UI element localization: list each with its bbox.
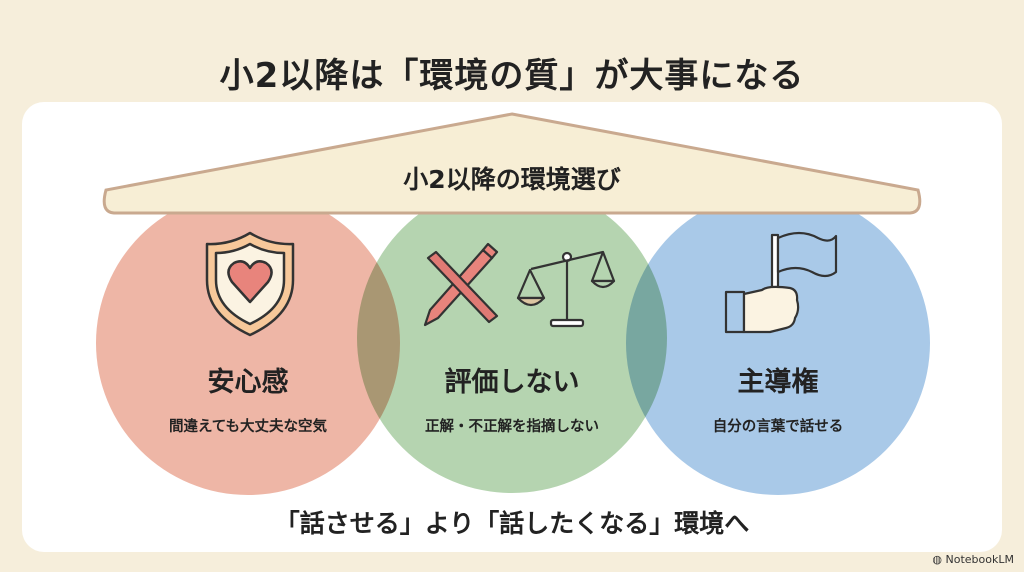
shield-heart-icon bbox=[205, 231, 295, 337]
pillar-circle-safety bbox=[96, 191, 400, 495]
page-title: 小2以降は「環境の質」が大事になる bbox=[219, 56, 805, 96]
pillar-ownership: 主導権 自分の言葉で話せる bbox=[628, 360, 928, 436]
pillar-circle-ownership bbox=[626, 191, 930, 495]
pillar-subtext: 間違えても大丈夫な空気 bbox=[168, 419, 328, 435]
pillar-subtext: 自分の言葉で話せる bbox=[712, 419, 844, 435]
hand-flag-icon bbox=[724, 231, 838, 334]
pillar-heading: 主導権 bbox=[737, 367, 819, 398]
notebooklm-logo-icon: ◍ bbox=[932, 553, 946, 566]
pillar-circle-no-judgement bbox=[357, 183, 667, 493]
pillar-heading: 評価しない bbox=[444, 367, 580, 398]
brand-watermark: ◍ NotebookLM bbox=[932, 553, 1014, 566]
pillar-heading: 安心感 bbox=[207, 367, 289, 398]
pillar-subtext: 正解・不正解を指摘しない bbox=[425, 419, 599, 435]
roof bbox=[102, 112, 922, 215]
pillar-safety: 安心感 間違えても大丈夫な空気 bbox=[98, 360, 398, 436]
roof-label: 小2以降の環境選び bbox=[403, 165, 621, 194]
pillar-no-judgement: 評価しない 正解・不正解を指摘しない bbox=[362, 360, 662, 436]
crossed-pen-scale-icon bbox=[423, 242, 616, 328]
footer-message: 「話させる」より「話したくなる」環境へ bbox=[274, 509, 750, 538]
brand-label: NotebookLM bbox=[945, 553, 1014, 566]
